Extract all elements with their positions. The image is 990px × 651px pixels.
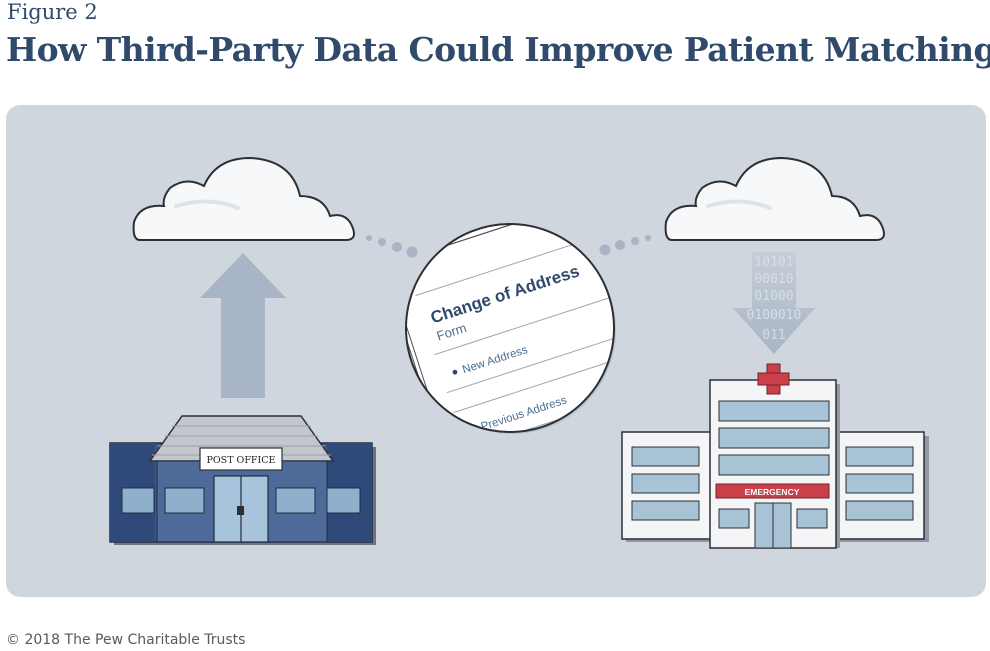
binary-line-5: 011 xyxy=(762,328,785,343)
post-office-building: POST OFFICE xyxy=(109,415,376,545)
binary-line-2: 00010 xyxy=(754,272,793,287)
post-office-sign: POST OFFICE xyxy=(207,455,276,466)
left-cloud-icon xyxy=(132,156,355,241)
figure-label: Figure 2 xyxy=(7,0,98,24)
emergency-sign: EMERGENCY xyxy=(745,487,800,497)
red-cross-icon xyxy=(757,363,790,395)
data-download-arrow-icon: 10101 00010 01000 0100010 011 xyxy=(733,252,815,354)
binary-line-3: 01000 xyxy=(754,289,793,304)
connector-dots-left xyxy=(366,235,418,258)
hospital-building: EMERGENCY xyxy=(621,363,929,549)
upload-arrow-icon xyxy=(200,253,286,398)
binary-line-1: 10101 xyxy=(754,255,793,270)
binary-line-4: 0100010 xyxy=(747,308,802,323)
right-cloud-icon xyxy=(664,156,885,241)
copyright-text: © 2018 The Pew Charitable Trusts xyxy=(6,632,246,648)
figure-title: How Third-Party Data Could Improve Patie… xyxy=(6,30,990,69)
connector-dots-right xyxy=(599,235,651,256)
